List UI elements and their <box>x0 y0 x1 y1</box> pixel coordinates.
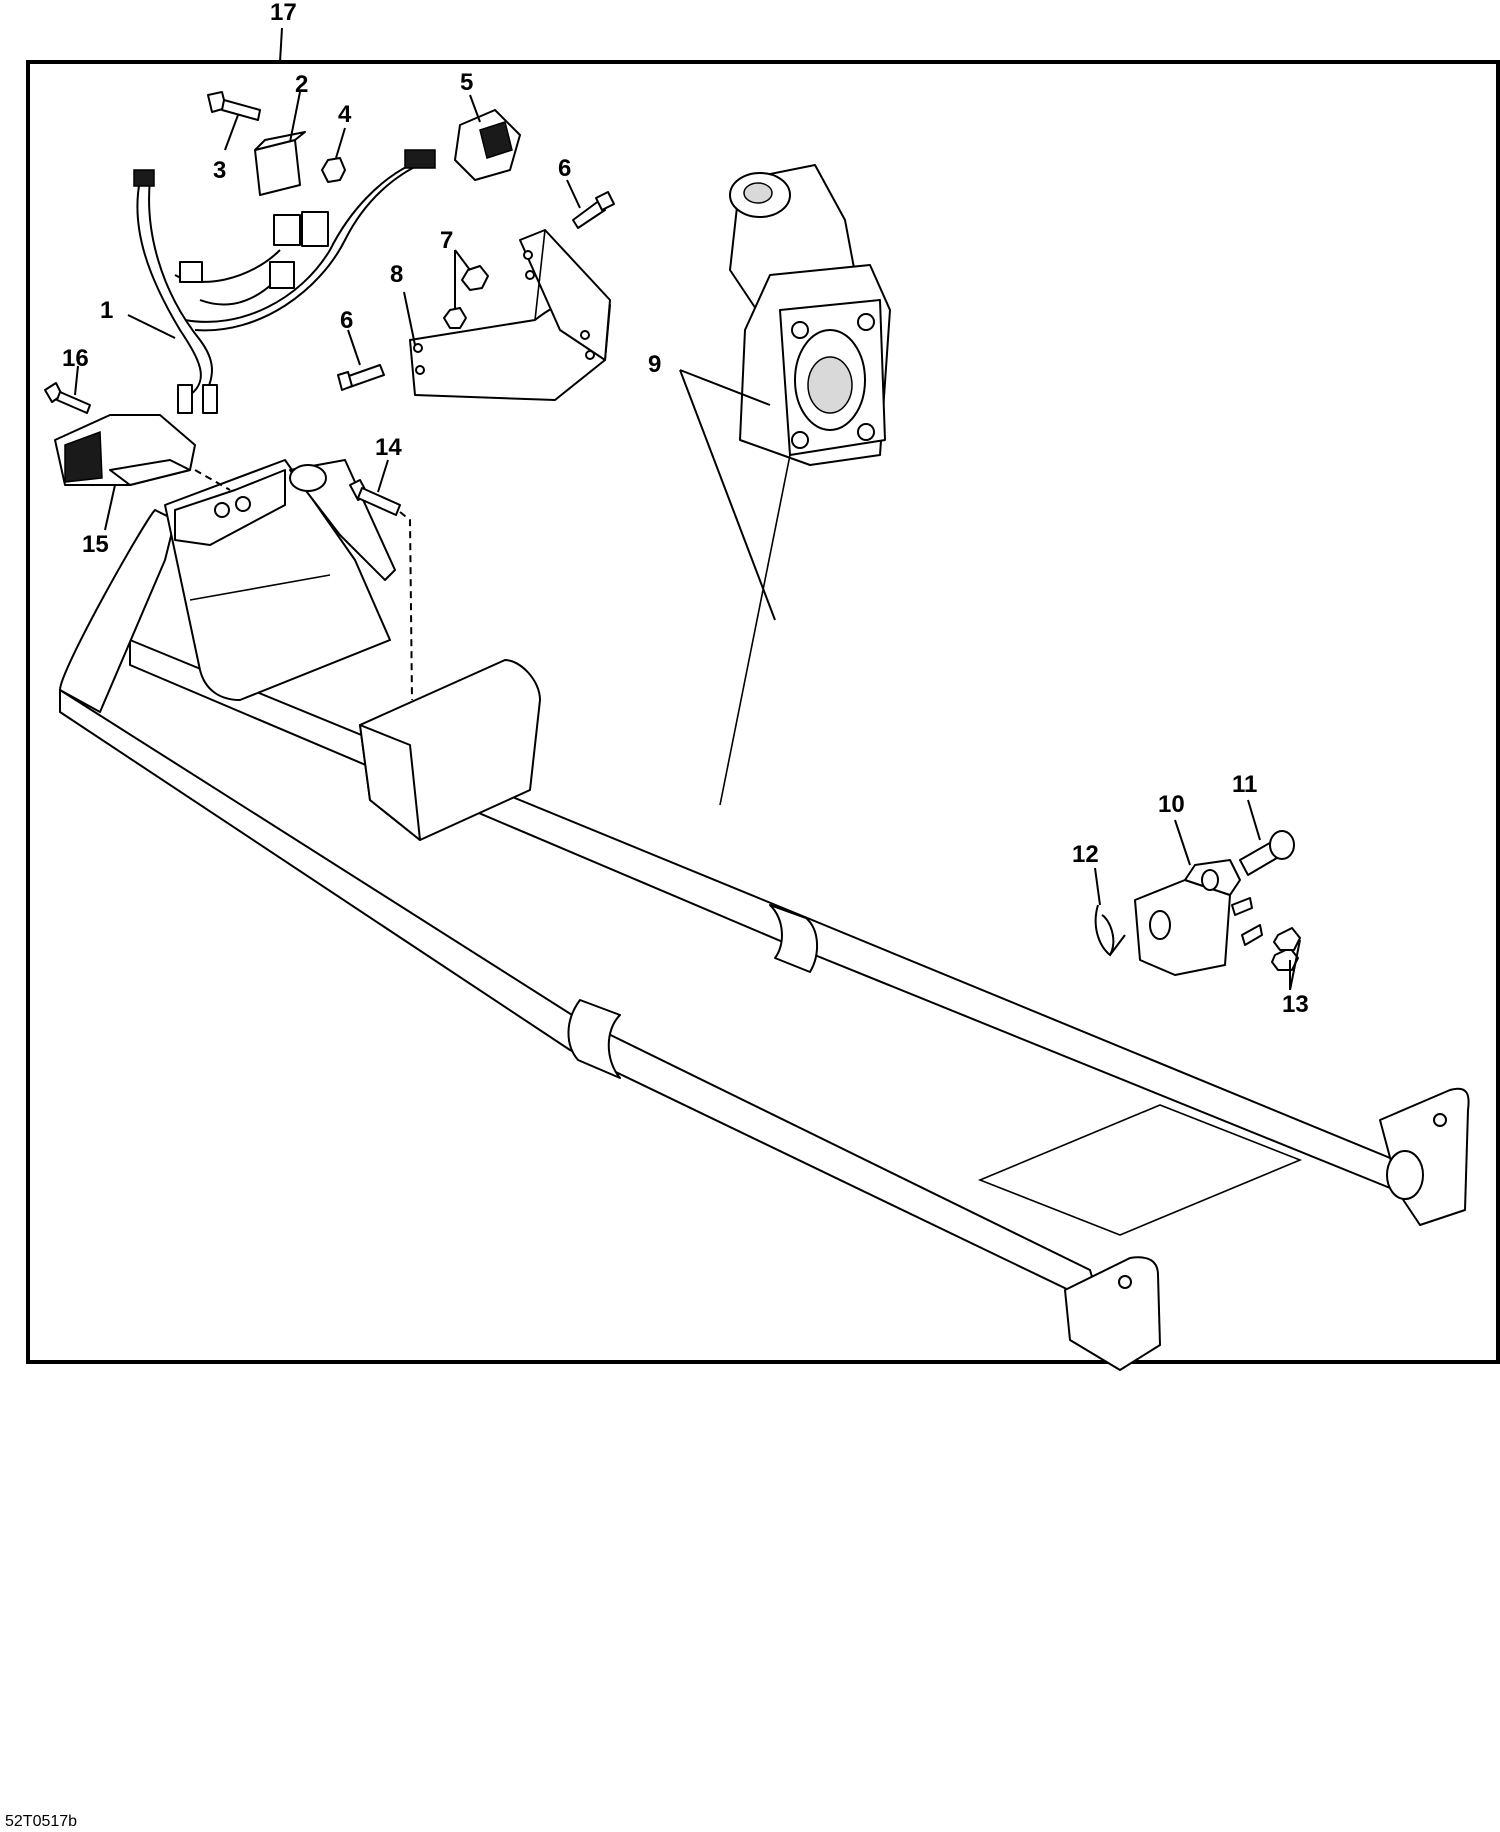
nuts-13 <box>1231 897 1301 971</box>
callout-8: 8 <box>390 261 403 288</box>
callout-15: 15 <box>82 531 109 558</box>
callout-14: 14 <box>375 434 402 461</box>
assembly-frame <box>26 60 1500 1364</box>
bolt-6-lower <box>337 364 385 391</box>
nut-7-upper <box>461 265 489 291</box>
nut-7-lower <box>443 307 467 329</box>
callout-17: 17 <box>270 0 297 26</box>
callout-3: 3 <box>213 157 226 184</box>
bolt-14 <box>349 479 401 516</box>
relay <box>254 131 306 196</box>
callout-1: 1 <box>100 297 113 324</box>
figure-id: 52T0517b <box>5 1813 77 1830</box>
main-frame <box>59 459 1470 1371</box>
callout-13: 13 <box>1282 991 1309 1018</box>
pin-11 <box>1239 830 1295 876</box>
callout-6-lower: 6 <box>340 307 353 334</box>
mount-bracket <box>409 229 611 401</box>
bolt-3 <box>207 91 261 121</box>
bolt-16 <box>44 382 91 414</box>
callout-9: 9 <box>648 351 661 378</box>
latch-15 <box>54 414 231 491</box>
callout-6-upper: 6 <box>558 155 571 182</box>
assembly-leader <box>279 27 283 63</box>
callout-16: 16 <box>62 345 89 372</box>
wire-harness <box>133 149 436 414</box>
callout-12: 12 <box>1072 841 1099 868</box>
callout-10: 10 <box>1158 791 1185 818</box>
callout-2: 2 <box>295 71 308 98</box>
hair-pin-12 <box>1094 904 1126 957</box>
callout-5: 5 <box>460 69 473 96</box>
actuator-motor <box>729 164 891 466</box>
callout-4: 4 <box>338 101 352 128</box>
callout-7: 7 <box>440 227 453 254</box>
hinge-bracket <box>1134 859 1241 976</box>
callout-11: 11 <box>1232 771 1257 798</box>
nut-4 <box>321 157 346 183</box>
bolt-6-upper <box>572 191 615 229</box>
rocker-switch <box>454 109 521 181</box>
